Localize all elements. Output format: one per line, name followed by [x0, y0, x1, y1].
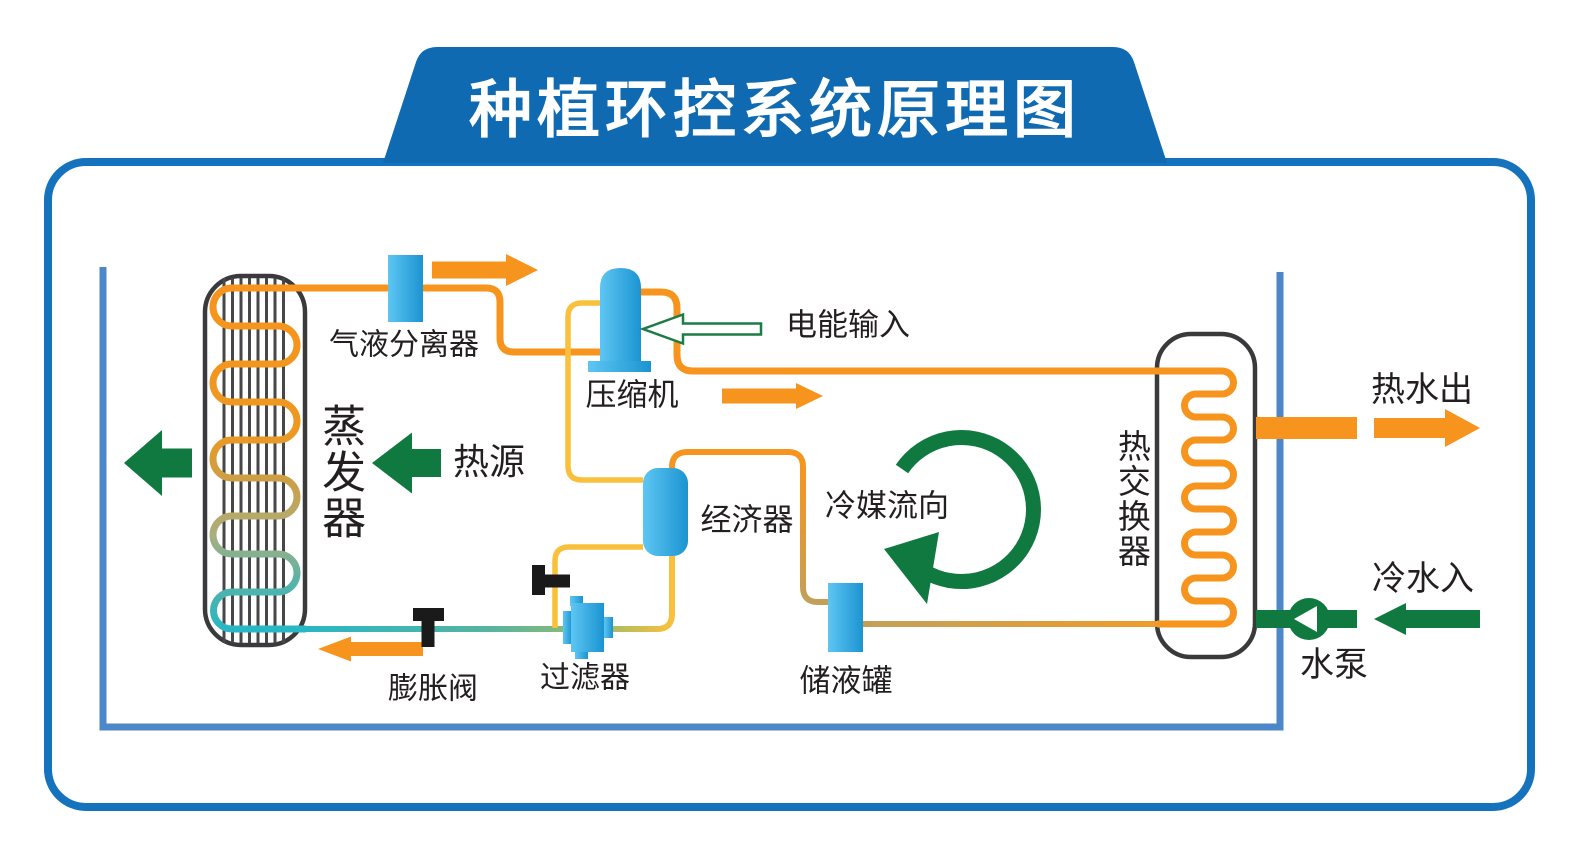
expansion-valve-icon: [413, 608, 444, 647]
refrigerant-flow-circle: [895, 430, 1041, 589]
heat-source-label: 热源: [452, 442, 526, 483]
throttle-valve-icon: [532, 565, 570, 595]
filter-icon: [563, 596, 613, 659]
hot-water-arrow: [1374, 409, 1480, 447]
evaporator-coil: [209, 284, 306, 633]
flow-arrow-discharge: [722, 383, 823, 409]
heat-exchanger-body: [1154, 331, 1258, 660]
power-input-arrow: [639, 312, 763, 346]
economizer-icon: [643, 468, 688, 556]
liquid-line: [303, 556, 675, 632]
water-pump-triangle: [1294, 606, 1317, 632]
heat-exchanger-label: 热交换器: [1112, 429, 1149, 569]
economizer-label: 经济器: [700, 502, 794, 538]
water-pump-label: 水泵: [1300, 647, 1368, 685]
compressor-icon: [600, 268, 641, 363]
expansion-flow-arrow: [318, 636, 423, 662]
compressor-base: [588, 361, 651, 372]
refrigerant-flow-label: 冷媒流向: [825, 488, 949, 524]
storage-tank-icon: [828, 583, 863, 652]
cold-water-arrow: [1374, 603, 1480, 635]
page-title: 种植环控系统原理图: [469, 75, 1081, 146]
evaporator-fins: [222, 278, 285, 643]
heat-source-arrow: [372, 432, 441, 494]
power-input-label: 电能输入: [786, 307, 910, 343]
gas-liquid-separator-label: 气液分离器: [329, 328, 479, 362]
water-loop-line: [99, 267, 1284, 731]
injection-pipe: [565, 300, 643, 483]
evaporator-label: 蒸发器: [315, 403, 365, 541]
suction-pipe: [300, 284, 600, 356]
title-banner: [383, 47, 1167, 163]
cold-water-in-label: 冷水入: [1372, 561, 1474, 599]
economizer-drain-pipe: [552, 544, 643, 628]
expansion-valve-label: 膨胀阀: [388, 672, 478, 706]
storage-tank-label: 储液罐: [799, 663, 893, 699]
gas-liquid-separator-icon: [388, 255, 423, 322]
air-out-arrow: [124, 430, 192, 496]
flow-arrow-top-right: [432, 254, 538, 286]
hot-water-out-label: 热水出: [1371, 372, 1473, 410]
discharge-pipe-and-coil: [640, 288, 1237, 628]
refrigerant-flow-arrowhead: [884, 532, 939, 604]
economizer-top-pipe: [669, 449, 828, 605]
filter-label: 过滤器: [540, 661, 630, 695]
compressor-label: 压缩机: [585, 377, 679, 413]
